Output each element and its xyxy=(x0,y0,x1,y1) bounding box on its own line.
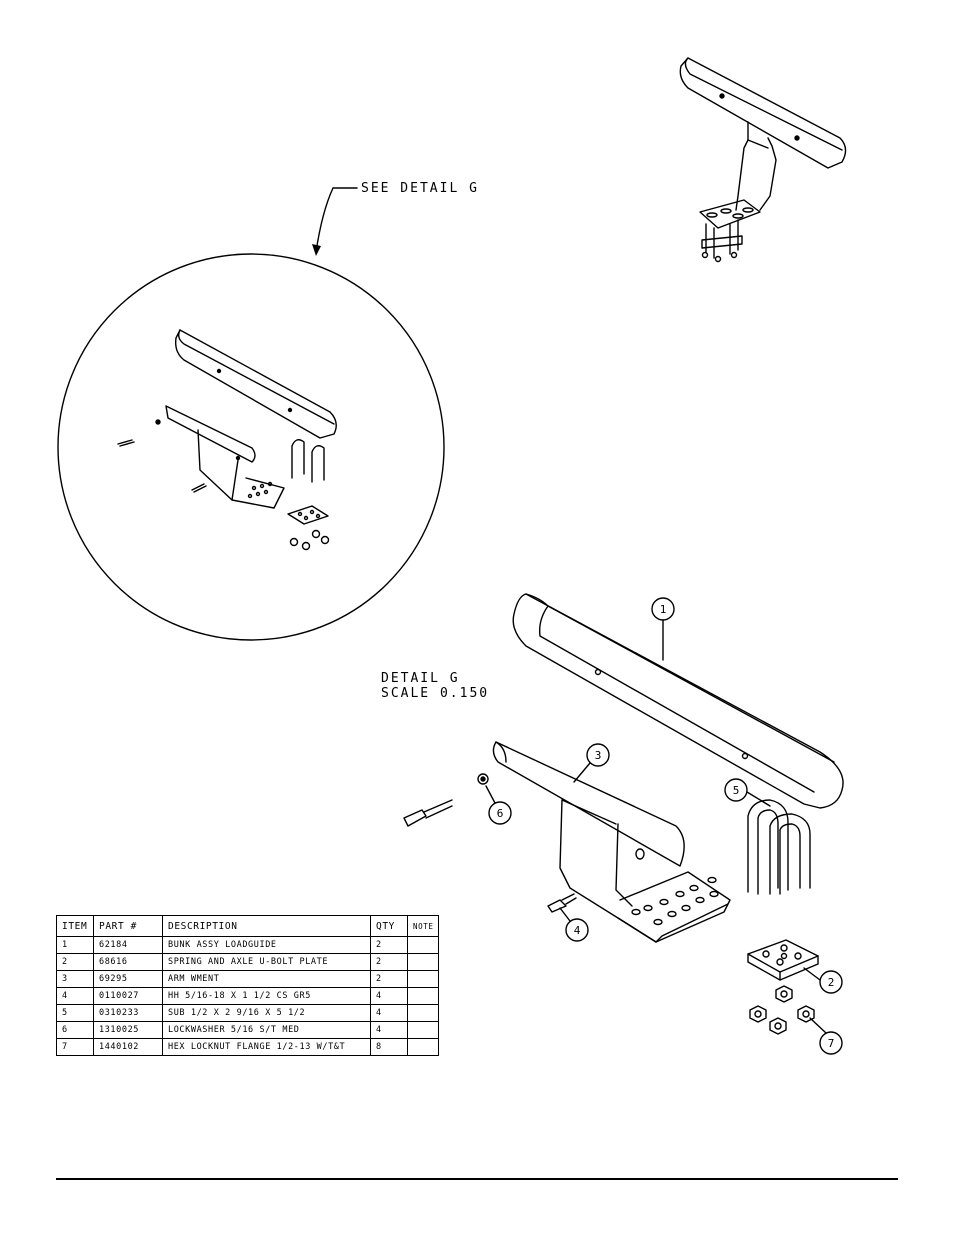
bom-description: HEX LOCKNUT FLANGE 1/2-13 W/T&T xyxy=(162,1038,371,1056)
bom-part: 68616 xyxy=(93,953,163,971)
bom-description: ARM WMENT xyxy=(162,970,371,988)
bom-qty: 4 xyxy=(370,1021,408,1039)
arm-base-holes xyxy=(631,876,719,926)
bom-header-row: ITEM PART # DESCRIPTION QTY NOTE xyxy=(56,915,440,937)
footer-rule xyxy=(56,1178,898,1180)
bom-header-item: ITEM xyxy=(56,915,94,937)
bom-note xyxy=(406,987,440,1005)
svg-text:2: 2 xyxy=(828,976,835,989)
bom-note xyxy=(406,1004,440,1022)
bom-description: SPRING AND AXLE U-BOLT PLATE xyxy=(162,953,371,971)
bom-part: 1310025 xyxy=(93,1021,163,1039)
svg-text:1: 1 xyxy=(660,603,667,616)
bom-header-part: PART # xyxy=(93,915,163,937)
table-row: 1 62184 BUNK ASSY LOADGUIDE 2 xyxy=(56,936,440,954)
bom-qty: 2 xyxy=(370,953,408,971)
bom-description: HH 5/16-18 X 1 1/2 CS GR5 xyxy=(162,987,371,1005)
bom-note xyxy=(406,1038,440,1056)
svg-text:3: 3 xyxy=(595,749,602,762)
bom-item: 6 xyxy=(56,1021,94,1039)
bom-note xyxy=(406,936,440,954)
detail-scale: SCALE 0.150 xyxy=(381,686,490,701)
bom-part: 0110027 xyxy=(93,987,163,1005)
exploded-assembly xyxy=(403,593,844,1035)
bom-item: 5 xyxy=(56,1004,94,1022)
bom-note xyxy=(406,1021,440,1039)
bom-qty: 8 xyxy=(370,1038,408,1056)
balloon-5: 5 xyxy=(724,778,771,807)
balloon-1: 1 xyxy=(651,597,675,661)
bom-description: LOCKWASHER 5/16 S/T MED xyxy=(162,1021,371,1039)
bom-note xyxy=(406,953,440,971)
bom-qty: 4 xyxy=(370,1004,408,1022)
balloon-7: 7 xyxy=(809,1017,843,1055)
bom-qty: 4 xyxy=(370,987,408,1005)
bom-note xyxy=(406,970,440,988)
balloon-2: 2 xyxy=(803,967,843,994)
svg-text:7: 7 xyxy=(828,1037,835,1050)
bom-qty: 2 xyxy=(370,936,408,954)
bunk-board xyxy=(512,593,844,809)
bom-qty: 2 xyxy=(370,970,408,988)
bom-header-qty: QTY xyxy=(370,915,408,937)
bom-part: 69295 xyxy=(93,970,163,988)
bom-item: 7 xyxy=(56,1038,94,1056)
table-row: 2 68616 SPRING AND AXLE U-BOLT PLATE 2 xyxy=(56,953,440,971)
overview-assembly xyxy=(679,57,847,263)
detail-leader xyxy=(315,187,358,253)
bom-header-note: NOTE xyxy=(406,915,440,937)
bom-item: 1 xyxy=(56,936,94,954)
detail-title: DETAIL G xyxy=(381,671,460,686)
table-row: 5 0310233 SUB 1/2 X 2 9/16 X 5 1/2 4 xyxy=(56,1004,440,1022)
hex-nuts xyxy=(749,985,815,1035)
bom-item: 2 xyxy=(56,953,94,971)
bom-item: 3 xyxy=(56,970,94,988)
svg-text:6: 6 xyxy=(497,807,504,820)
balloon-6: 6 xyxy=(485,785,512,825)
bom-description: SUB 1/2 X 2 9/16 X 5 1/2 xyxy=(162,1004,371,1022)
bom-item: 4 xyxy=(56,987,94,1005)
bom-part: 1440102 xyxy=(93,1038,163,1056)
bom-part: 0310233 xyxy=(93,1004,163,1022)
bom-header-description: DESCRIPTION xyxy=(162,915,371,937)
bill-of-materials: ITEM PART # DESCRIPTION QTY NOTE 1 62184… xyxy=(56,915,440,1056)
table-row: 6 1310025 LOCKWASHER 5/16 S/T MED 4 xyxy=(56,1021,440,1039)
svg-text:5: 5 xyxy=(733,784,740,797)
detail-circle-assembly xyxy=(117,329,337,551)
bom-description: BUNK ASSY LOADGUIDE xyxy=(162,936,371,954)
table-row: 7 1440102 HEX LOCKNUT FLANGE 1/2-13 W/T&… xyxy=(56,1038,440,1056)
balloon-3: 3 xyxy=(573,743,610,783)
see-detail-label: SEE DETAIL G xyxy=(361,181,479,196)
arm-weldment xyxy=(492,741,685,867)
bom-part: 62184 xyxy=(93,936,163,954)
table-row: 3 69295 ARM WMENT 2 xyxy=(56,970,440,988)
detail-circle xyxy=(57,253,445,641)
table-row: 4 0110027 HH 5/16-18 X 1 1/2 CS GR5 4 xyxy=(56,987,440,1005)
svg-text:4: 4 xyxy=(574,924,581,937)
balloon-4: 4 xyxy=(559,907,589,942)
